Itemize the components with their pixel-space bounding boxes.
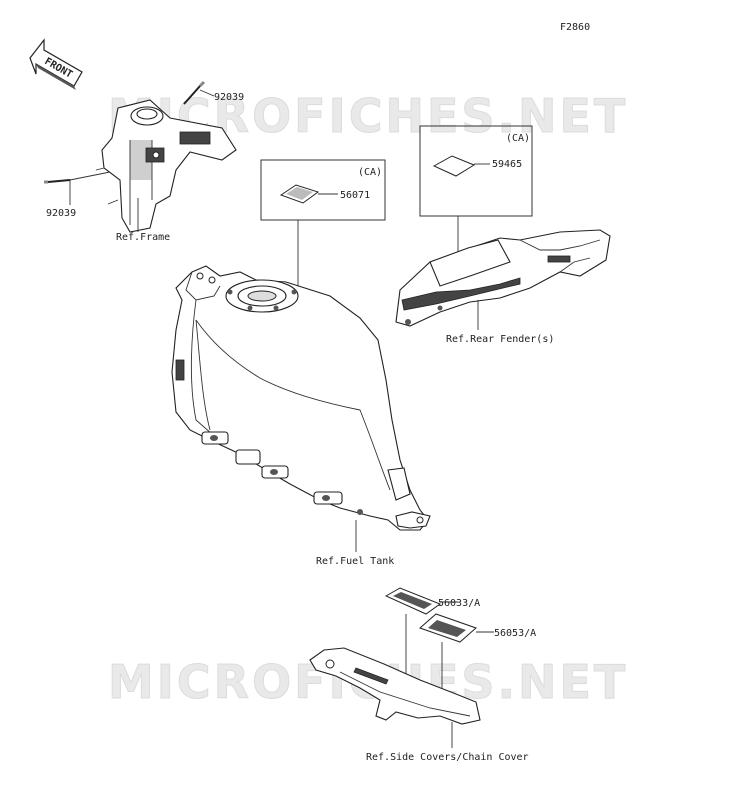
region-label-right: (CA)	[506, 133, 530, 144]
part-number-59465: 59465	[492, 159, 522, 170]
ref-fuel-tank: Ref.Fuel Tank	[316, 556, 394, 567]
bolt-92039-lower	[44, 179, 71, 184]
label-56033-a	[384, 587, 442, 615]
part-number-92039-lower: 92039	[46, 208, 76, 219]
fuel-tank-illustration	[171, 265, 431, 531]
bolt-92039-upper	[183, 80, 206, 105]
front-arrow-icon: FRONT	[29, 38, 83, 90]
part-number-92039-upper: 92039	[214, 92, 244, 103]
region-box-right	[419, 125, 533, 217]
ref-side-covers: Ref.Side Covers/Chain Cover	[366, 752, 529, 763]
label-56071	[279, 184, 320, 204]
region-box-left	[260, 159, 386, 221]
ref-frame: Ref.Frame	[116, 232, 170, 243]
label-59465	[432, 155, 476, 177]
part-number-56053-a: 56053/A	[494, 628, 536, 639]
chain-cover-illustration	[309, 647, 481, 725]
ref-rear-fender: Ref.Rear Fender(s)	[446, 334, 554, 345]
part-number-56033-a: 56033/A	[438, 598, 480, 609]
region-label-left: (CA)	[358, 167, 382, 178]
part-number-56071: 56071	[340, 190, 370, 201]
figure-code: F2860	[560, 22, 590, 33]
rear-fender-illustration	[395, 229, 611, 327]
label-56053-a	[419, 613, 477, 643]
frame-head-illustration	[95, 99, 237, 233]
